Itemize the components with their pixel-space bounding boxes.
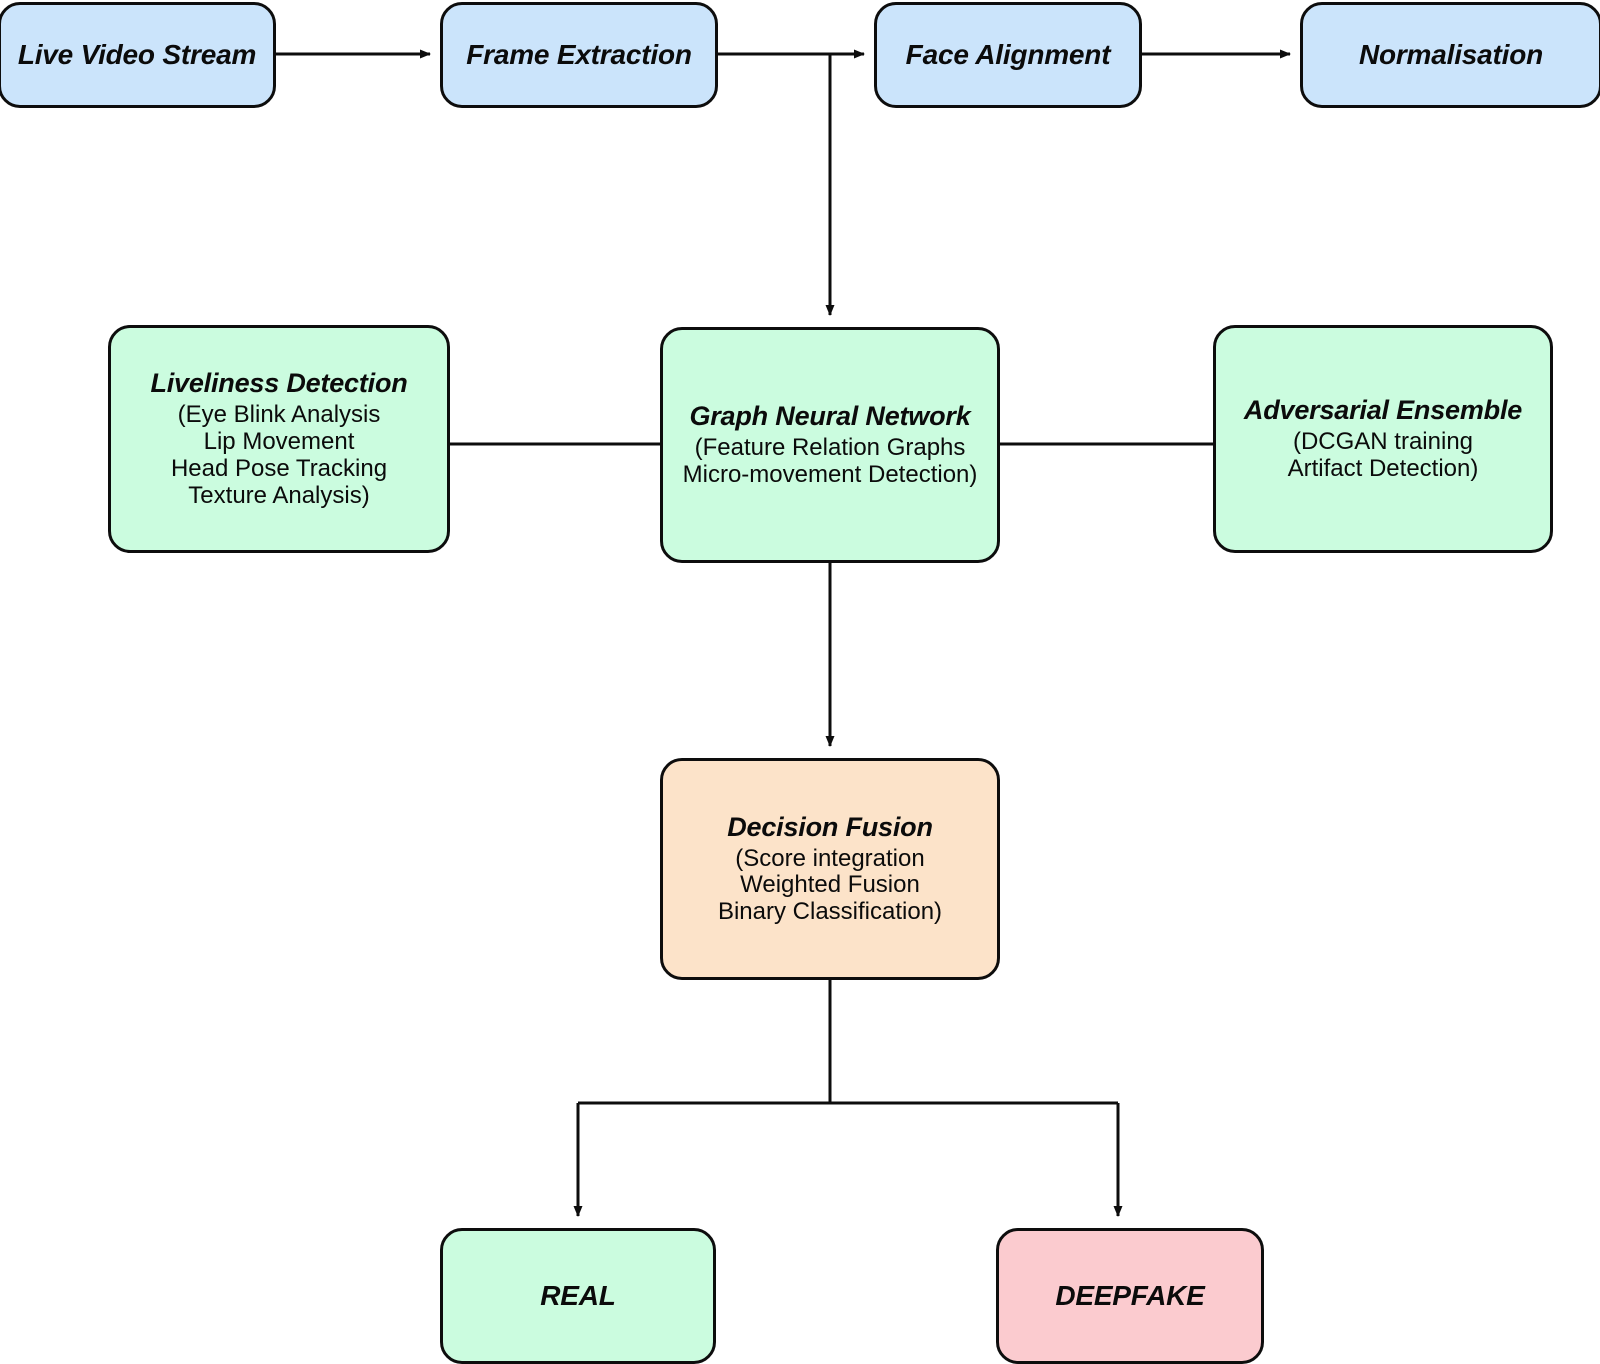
node-graph-neural-network[interactable]: Graph Neural Network (Feature Relation G… <box>660 327 1000 563</box>
node-subtitle: (Eye Blink Analysis Lip Movement Head Po… <box>170 401 388 509</box>
node-title: DEEPFAKE <box>1055 1280 1205 1312</box>
node-title: Frame Extraction <box>466 39 692 71</box>
node-decision-fusion[interactable]: Decision Fusion (Score integration Weigh… <box>660 758 1000 980</box>
node-liveliness-detection[interactable]: Liveliness Detection (Eye Blink Analysis… <box>108 325 450 553</box>
node-subtitle: (Score integration Weighted Fusion Binar… <box>717 844 943 926</box>
node-normalisation[interactable]: Normalisation <box>1300 2 1600 108</box>
node-subtitle: (DCGAN training Artifact Detection) <box>1287 428 1479 482</box>
node-title: Liveliness Detection <box>150 368 408 399</box>
node-adversarial-ensemble[interactable]: Adversarial Ensemble (DCGAN training Art… <box>1213 325 1553 553</box>
node-title: REAL <box>540 1280 616 1312</box>
edge-decision-fusion-bus <box>578 980 1118 1105</box>
node-title: Normalisation <box>1358 39 1544 71</box>
node-face-alignment[interactable]: Face Alignment <box>874 2 1142 108</box>
node-title: Live Video Stream <box>17 39 257 71</box>
node-subtitle: (Feature Relation Graphs Micro-movement … <box>682 434 978 488</box>
node-title: Face Alignment <box>905 39 1111 71</box>
node-deepfake[interactable]: DEEPFAKE <box>996 1228 1264 1364</box>
node-title: Adversarial Ensemble <box>1243 395 1523 426</box>
node-real[interactable]: REAL <box>440 1228 716 1364</box>
node-title: Decision Fusion <box>727 811 933 842</box>
node-live-video-stream[interactable]: Live Video Stream <box>0 2 276 108</box>
node-title: Graph Neural Network <box>689 401 971 432</box>
node-frame-extraction[interactable]: Frame Extraction <box>440 2 718 108</box>
